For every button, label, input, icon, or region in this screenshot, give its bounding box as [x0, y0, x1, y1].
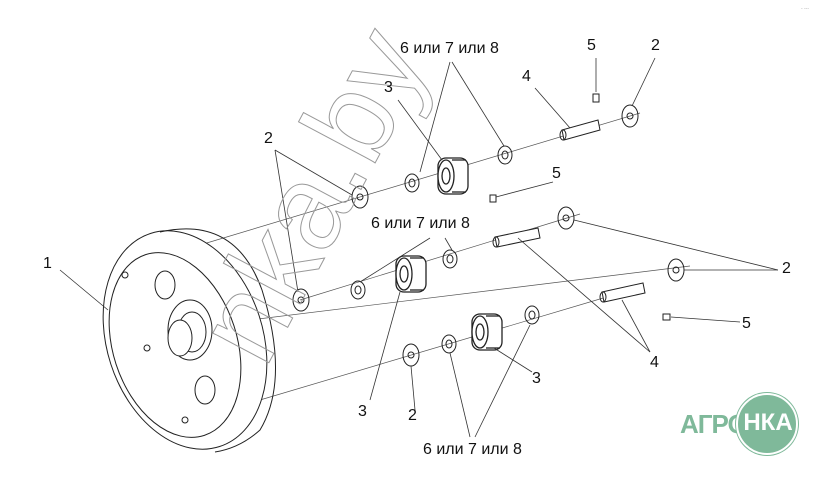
washer — [557, 206, 575, 230]
watermark: nka.by — [169, 7, 454, 383]
planet-gears — [395, 157, 503, 351]
callout-variant-top: 6 или 7 или 8 — [400, 40, 499, 57]
callout-part-2-bottom: 2 — [408, 407, 417, 424]
callout-variant-bottom: 6 или 7 или 8 — [423, 441, 522, 458]
callout-part-1: 1 — [43, 255, 52, 272]
needle-bearings — [350, 145, 540, 354]
washer — [351, 185, 369, 209]
agronka-logo: АГРО НКА — [680, 393, 800, 455]
axles — [492, 119, 646, 303]
watermark-text: nka.by — [170, 7, 454, 382]
callout-part-3-top: 3 — [384, 79, 393, 96]
logo-text-nka: НКА — [743, 409, 793, 436]
washer — [621, 104, 639, 128]
callout-part-3-bottom: 3 — [532, 370, 541, 387]
callout-part-5-bottom: 5 — [742, 315, 751, 332]
callout-part-2-right: 2 — [782, 260, 791, 277]
callout-part-4-top: 4 — [522, 68, 531, 85]
callout-part-5-mid: 5 — [552, 165, 561, 182]
leader-lines — [59, 57, 779, 438]
callout-variant-mid: 6 или 7 или 8 — [371, 215, 470, 232]
callout-part-4-bottom: 4 — [650, 354, 659, 371]
corner-mark: - --- — [800, 6, 809, 12]
callout-part-3-left: 3 — [358, 403, 367, 420]
callout-part-2-top-right: 2 — [651, 37, 660, 54]
callout-part-2-left: 2 — [264, 130, 273, 147]
washer — [292, 288, 310, 312]
planetary-carrier-hub — [102, 228, 276, 453]
set-screws — [489, 93, 671, 321]
washer — [667, 258, 685, 282]
callout-part-5-top: 5 — [587, 37, 596, 54]
logo-circle — [736, 393, 798, 455]
